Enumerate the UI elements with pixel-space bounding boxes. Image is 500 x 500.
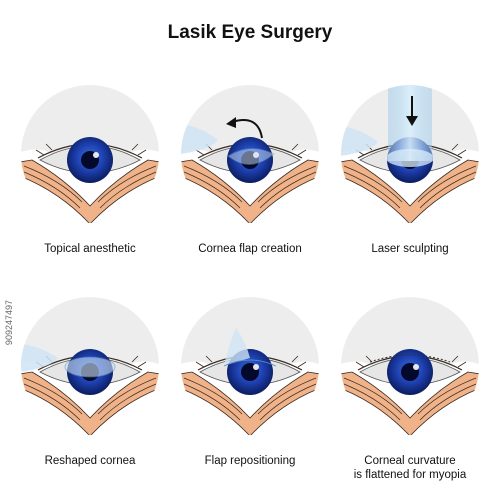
eye-icon — [180, 84, 320, 224]
eye-icon — [20, 296, 160, 436]
step-caption: Topical anesthetic — [44, 243, 136, 255]
step-cornea-flap-creation: Cornea flap creation — [170, 84, 330, 256]
step-caption: Laser sculpting — [371, 243, 449, 255]
page-title: Lasik Eye Surgery — [167, 22, 333, 43]
step-reshaped-cornea: Reshaped cornea — [10, 296, 170, 468]
down-arrow-icon — [406, 96, 418, 126]
caption-line: Corneal curvature — [364, 455, 456, 467]
eye-icon — [180, 296, 320, 436]
step-topical-anesthetic: Topical anesthetic — [10, 84, 170, 256]
curved-arrow-icon — [226, 117, 263, 139]
watermark-id: 909247497 — [4, 300, 14, 346]
step-laser-sculpting: Laser sculpting — [330, 84, 490, 256]
step-caption: Reshaped cornea — [44, 455, 136, 467]
step-caption: Cornea flap creation — [198, 243, 302, 255]
step-caption: Flap repositioning — [204, 455, 296, 467]
eye-icon — [340, 84, 480, 224]
caption-line: is flattened for myopia — [353, 469, 467, 481]
step-flap-repositioning: Flap repositioning — [170, 296, 330, 468]
eye-icon — [20, 84, 160, 224]
step-caption: Corneal curvature is flattened for myopi… — [330, 454, 490, 482]
eye-icon — [340, 296, 480, 436]
step-corneal-curvature-flattened: Corneal curvature is flattened for myopi… — [330, 296, 490, 482]
